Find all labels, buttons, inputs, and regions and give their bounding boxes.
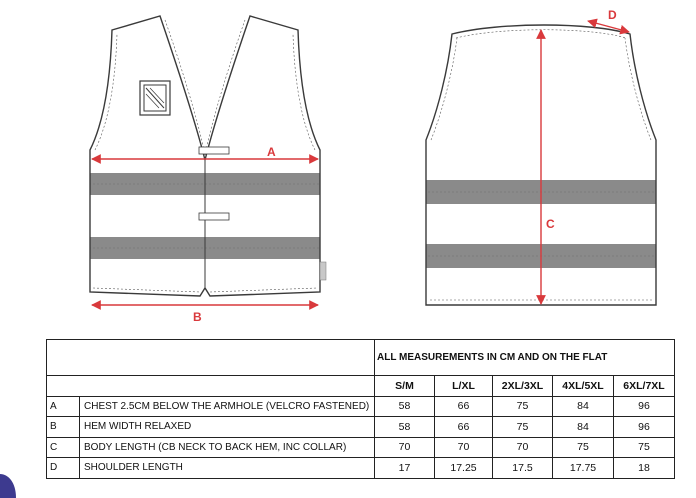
row-value: 70 [374, 436, 435, 458]
row-value: 70 [434, 436, 493, 458]
row-value: 75 [552, 436, 614, 458]
front-vest-outline [89, 15, 321, 297]
measurement-c-label: C [546, 217, 555, 231]
table-header-blank [46, 339, 375, 376]
row-code: A [46, 395, 80, 417]
size-header: 4XL/5XL [552, 375, 614, 397]
row-code: D [46, 457, 80, 479]
table-row: A CHEST 2.5CM BELOW THE ARMHOLE (VELCRO … [46, 395, 675, 417]
row-value: 75 [613, 436, 675, 458]
table-title: ALL MEASUREMENTS IN CM AND ON THE FLAT [374, 339, 675, 376]
row-value: 75 [492, 416, 553, 438]
row-value: 75 [492, 395, 553, 417]
vest-diagram: A B C D [89, 8, 657, 324]
table-row: C BODY LENGTH (CB NECK TO BACK HEM, INC … [46, 436, 675, 458]
front-velcro-tab-lower [198, 212, 230, 221]
row-description: HEM WIDTH RELAXED [79, 416, 375, 438]
row-value: 66 [434, 395, 493, 417]
table-row: D SHOULDER LENGTH 17 17.25 17.5 17.75 18 [46, 457, 675, 479]
front-velcro-tab-upper [198, 146, 230, 155]
size-chart-table: ALL MEASUREMENTS IN CM AND ON THE FLAT S… [46, 339, 675, 479]
size-header: 2XL/3XL [492, 375, 553, 397]
row-value: 84 [552, 416, 614, 438]
row-description: SHOULDER LENGTH [79, 457, 375, 479]
row-code: B [46, 416, 80, 438]
row-value: 96 [613, 395, 675, 417]
front-vest [89, 15, 327, 297]
row-value: 58 [374, 395, 435, 417]
row-description: BODY LENGTH (CB NECK TO BACK HEM, INC CO… [79, 436, 375, 458]
size-header: L/XL [434, 375, 493, 397]
measurement-a-label: A [267, 145, 276, 159]
row-value: 17.5 [492, 457, 553, 479]
row-description: CHEST 2.5CM BELOW THE ARMHOLE (VELCRO FA… [79, 395, 375, 417]
row-value: 66 [434, 416, 493, 438]
back-vest [425, 24, 657, 306]
row-value: 58 [374, 416, 435, 438]
size-header: 6XL/7XL [613, 375, 675, 397]
row-value: 84 [552, 395, 614, 417]
table-header-row: ALL MEASUREMENTS IN CM AND ON THE FLAT [46, 339, 675, 376]
row-code: C [46, 436, 80, 458]
corner-decoration-icon [0, 474, 16, 498]
id-badge-holder-icon [139, 80, 171, 116]
row-value: 17 [374, 457, 435, 479]
row-value: 17.75 [552, 457, 614, 479]
row-value: 96 [613, 416, 675, 438]
table-size-row: S/M L/XL 2XL/3XL 4XL/5XL 6XL/7XL [46, 375, 675, 397]
measurement-d-arrow [587, 18, 630, 35]
back-vest-outline [425, 24, 657, 306]
row-value: 70 [492, 436, 553, 458]
measurement-b-label: B [193, 310, 202, 324]
table-size-row-blank [46, 375, 375, 396]
table-row: B HEM WIDTH RELAXED 58 66 75 84 96 [46, 416, 675, 438]
size-header: S/M [374, 375, 435, 397]
row-value: 18 [613, 457, 675, 479]
front-label-tag [319, 261, 327, 281]
row-value: 17.25 [434, 457, 493, 479]
measurement-d-label: D [608, 8, 617, 22]
